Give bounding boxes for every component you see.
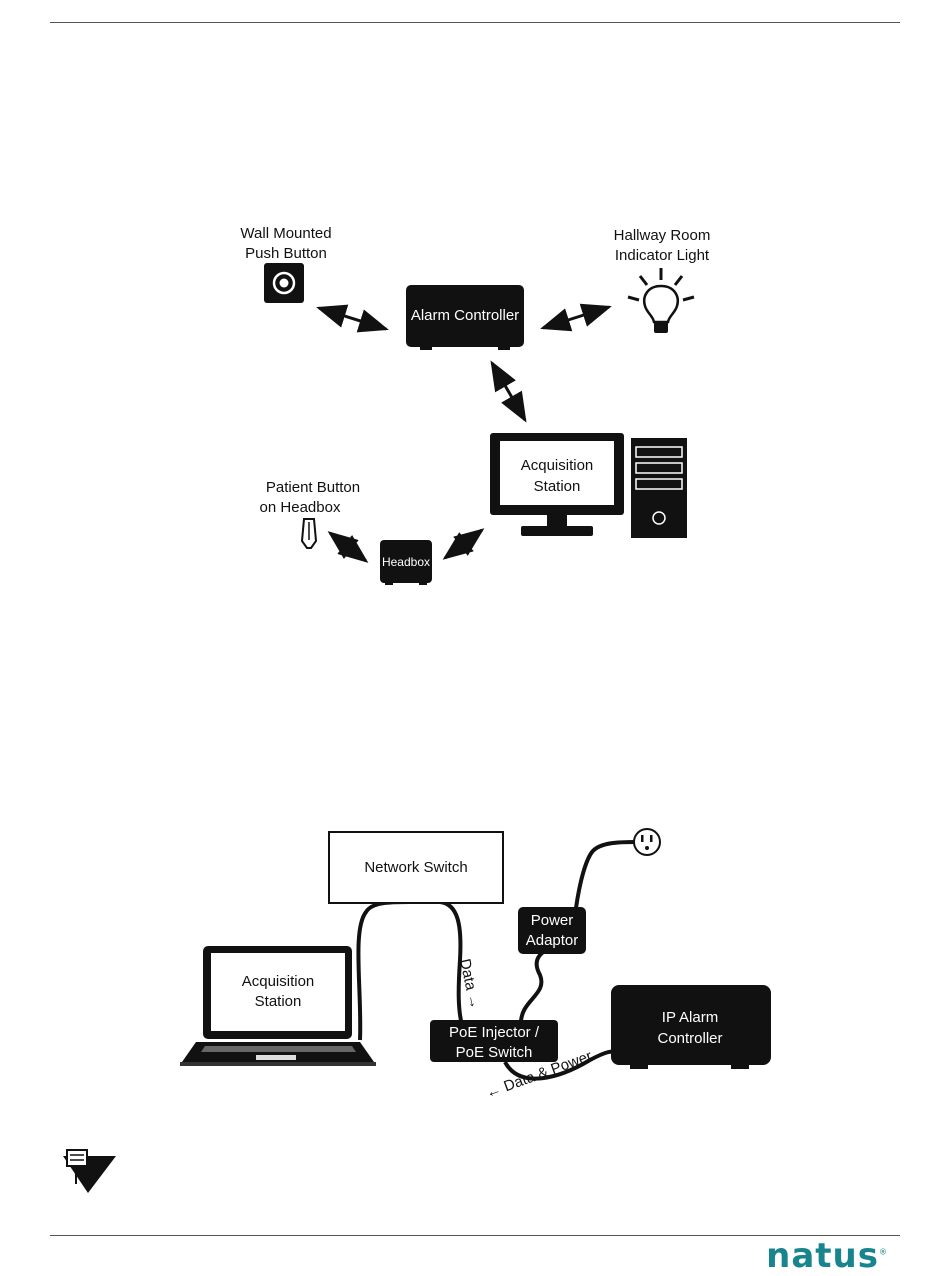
logo-registered-mark: ®: [879, 1248, 888, 1257]
note-icon: [63, 1150, 116, 1193]
acquisition-station-label-line2: Station: [534, 478, 581, 495]
power-adaptor-label-line2: Adaptor: [526, 932, 579, 949]
patient-button-label-line2: on Headbox: [260, 499, 341, 516]
ip-alarm-controller-label-line2: Controller: [657, 1030, 722, 1047]
station-switch-cable: [358, 902, 410, 1040]
wall-button-label-line1: Wall Mounted: [240, 225, 331, 242]
natus-logo: natus®: [766, 1236, 888, 1276]
computer-tower-icon: [631, 438, 687, 538]
controller-station-arrow: [492, 363, 525, 420]
laptop-acquisition-label-line1: Acquisition: [242, 973, 315, 990]
network-switch-label: Network Switch: [364, 859, 467, 876]
power-adaptor-label-line1: Power: [531, 912, 574, 929]
alarm-system-diagram: Wall Mounted Push Button Hallway Room In…: [240, 225, 710, 585]
acquisition-station-label-line1: Acquisition: [521, 457, 594, 474]
logo-text: natus: [766, 1236, 879, 1276]
ip-network-diagram: Network Switch Power Adaptor Data → Acqu…: [180, 829, 771, 1102]
laptop-acquisition-label-line2: Station: [255, 993, 302, 1010]
power-cord: [576, 842, 636, 908]
hallway-light-label-line2: Indicator Light: [615, 247, 710, 264]
power-outlet-icon: [634, 829, 660, 855]
light-bulb-icon: [628, 268, 694, 333]
wall-push-button-icon: [264, 263, 304, 303]
headbox-station-arrow: [445, 530, 482, 558]
alarm-controller-label: Alarm Controller: [411, 307, 519, 324]
patient-button-icon: [302, 519, 316, 548]
ip-alarm-controller-label-line1: IP Alarm: [662, 1009, 718, 1026]
hallway-light-arrow: [543, 307, 609, 328]
headbox-label: Headbox: [382, 555, 430, 569]
patient-button-arrow: [330, 533, 366, 561]
wall-button-arrow: [319, 308, 386, 329]
adaptor-poe-cable: [521, 948, 552, 1024]
wall-button-label-line2: Push Button: [245, 245, 327, 262]
poe-label-line2: PoE Switch: [456, 1044, 533, 1061]
poe-label-line1: PoE Injector /: [449, 1024, 540, 1041]
ip-alarm-controller-box: [611, 985, 771, 1069]
hallway-light-label-line1: Hallway Room: [614, 227, 711, 244]
patient-button-label-line1: Patient Button: [266, 479, 360, 496]
